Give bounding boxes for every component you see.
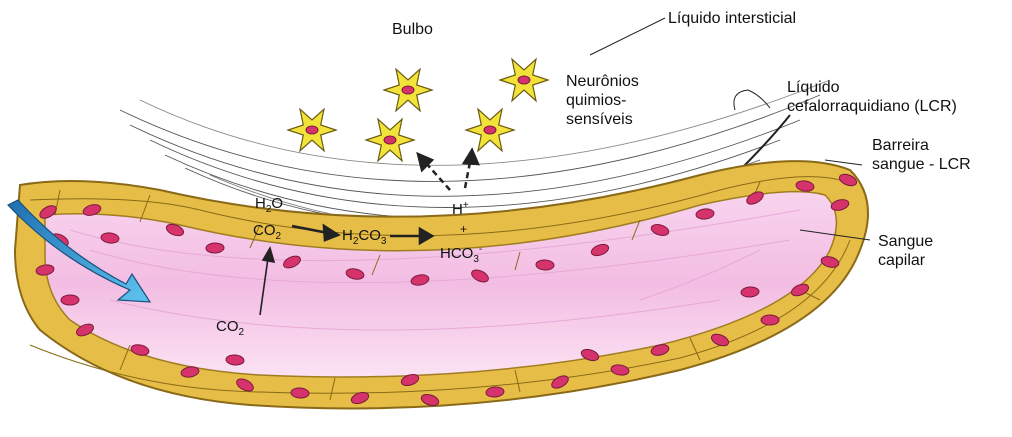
- neuron: [366, 119, 414, 161]
- neuron: [384, 69, 432, 111]
- formula-plus: +: [460, 222, 467, 236]
- label-neuronios-3: sensíveis: [566, 110, 633, 129]
- cell-nucleus: [206, 243, 224, 254]
- neuron: [500, 59, 548, 101]
- capillary: [15, 161, 868, 408]
- label-bulbo: Bulbo: [392, 20, 433, 39]
- formula-h2o: H2O: [255, 195, 283, 215]
- label-sangue-2: capilar: [878, 251, 925, 270]
- label-neuronios-2: quimios-: [566, 91, 626, 110]
- leader-lcr: [734, 90, 770, 110]
- chemosensitive-neurons: [288, 59, 548, 161]
- label-neuronios-1: Neurônios: [566, 72, 639, 91]
- formula-h2co3: H2CO3: [342, 227, 386, 247]
- leader-liquido-intersticial: [590, 18, 665, 55]
- formula-co2-top: CO2: [253, 222, 281, 242]
- formula-co2-blood: CO2: [216, 318, 244, 338]
- label-lcr-1: Líquido: [787, 78, 840, 97]
- label-barreira-1: Barreira: [872, 136, 929, 155]
- cell-nucleus: [761, 315, 779, 325]
- cell-nucleus: [61, 295, 79, 305]
- label-barreira-2: sangue - LCR: [872, 155, 971, 174]
- label-sangue-1: Sangue: [878, 232, 933, 251]
- label-liquido-intersticial: Líquido intersticial: [668, 9, 796, 28]
- label-lcr-2: cefalorraquidiano (LCR): [787, 97, 957, 116]
- neuron: [466, 109, 514, 151]
- formula-hco3: HCO3-: [440, 244, 482, 265]
- formula-h-plus: H+: [452, 200, 469, 218]
- h-plus-arrows: [418, 150, 478, 190]
- neuron: [288, 109, 336, 151]
